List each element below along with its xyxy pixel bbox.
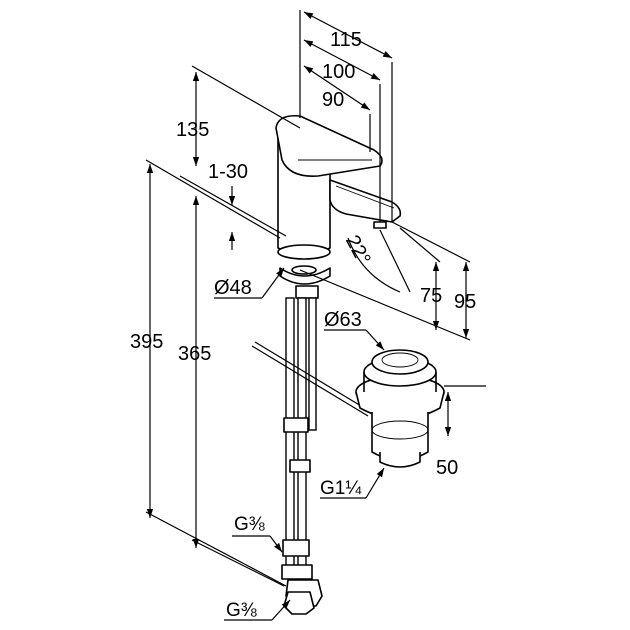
- dimension-lines: [145, 10, 486, 621]
- diameter-48: Ø48: [214, 277, 252, 299]
- dim-395: 395: [130, 331, 163, 353]
- faucet-body: [275, 114, 402, 285]
- dim-50: 50: [436, 457, 458, 479]
- diameter-63: Ø63: [324, 309, 362, 331]
- dim-75: 75: [420, 285, 442, 307]
- dim-angle-22: 22°: [341, 232, 375, 269]
- thread-g1-1-4: G1¼: [320, 478, 362, 499]
- dim-1-30: 1-30: [208, 161, 248, 183]
- pull-rod: [251, 341, 372, 417]
- dim-135: 135: [176, 119, 209, 141]
- dim-95: 95: [454, 291, 476, 313]
- thread-g3-8-upper: G⅜: [234, 514, 265, 535]
- dim-90: 90: [322, 89, 344, 111]
- dim-115: 115: [330, 29, 362, 51]
- dim-365: 365: [178, 343, 211, 365]
- thread-g3-8-lower: G⅜: [226, 600, 257, 621]
- dim-100: 100: [322, 61, 355, 83]
- drain-assembly: [355, 349, 445, 468]
- supply-hoses: [281, 285, 323, 615]
